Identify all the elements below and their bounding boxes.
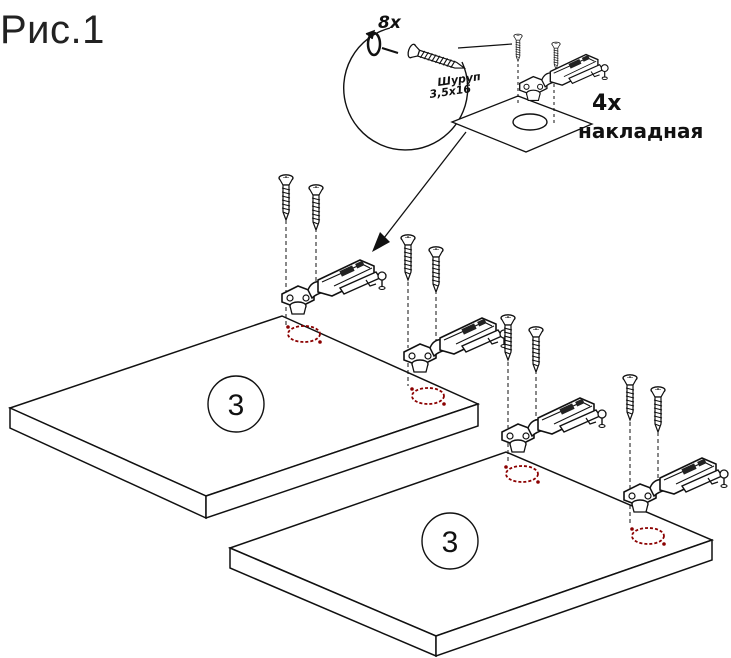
panel-number: 3	[442, 526, 459, 559]
rotate-arrow-icon	[365, 29, 382, 57]
hinge-station	[400, 234, 509, 407]
panel-number-circle	[207, 375, 265, 433]
hinge-station	[278, 174, 387, 345]
hinge-count-label: 4х	[592, 91, 622, 116]
panel-number: 3	[228, 389, 245, 422]
figure-title: Рис.1	[0, 8, 105, 52]
screw-callout: 8х Шуруп 3,5х16	[343, 13, 513, 151]
screw-size-label: 3,5х16	[429, 82, 473, 101]
hinge-station	[500, 314, 607, 485]
hinge-type-label: накладная	[578, 119, 703, 143]
screw-name-label: Шуруп	[437, 70, 482, 89]
panel-upper: 3	[7, 315, 481, 520]
leader-arrow	[372, 131, 467, 252]
hinge-callout: 4х накладная	[450, 33, 703, 153]
panel-number-circle	[421, 512, 479, 570]
screw-icon	[407, 43, 467, 69]
panel-lower: 3	[227, 451, 715, 658]
hinge-station	[622, 374, 729, 547]
screw-count-label: 8х	[378, 13, 402, 33]
